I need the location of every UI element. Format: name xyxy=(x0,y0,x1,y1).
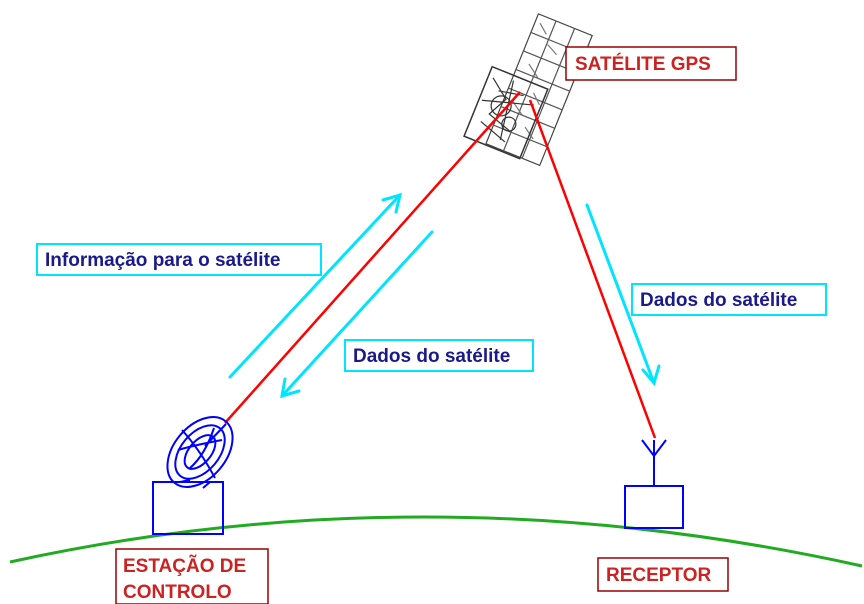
satellite-icon xyxy=(463,13,593,167)
receiver-label: RECEPTOR xyxy=(597,557,729,592)
satellite-label-text: SATÉLITE GPS xyxy=(575,53,711,75)
info-to-satellite-text: Informação para o satélite xyxy=(45,250,280,271)
data-from-satellite-right-arrow xyxy=(585,203,661,387)
data-from-satellite-right-label: Dados do satélite xyxy=(631,283,827,316)
data-from-satellite-left-text: Dados do satélite xyxy=(353,346,510,367)
earth-surface xyxy=(9,515,863,568)
uplink-line xyxy=(224,91,521,424)
data-from-satellite-right-text: Dados do satélite xyxy=(640,290,797,311)
control-station-label-line2: CONTROLO xyxy=(123,582,232,603)
control-station-label-line1: ESTAÇÃO DE xyxy=(123,555,246,577)
satellite-label: SATÉLITE GPS xyxy=(565,46,737,81)
info-to-satellite-label: Informação para o satélite xyxy=(36,243,322,276)
antenna-icon xyxy=(641,439,667,486)
data-from-satellite-left-label: Dados do satélite xyxy=(344,339,534,372)
control-station-building xyxy=(152,481,224,535)
info-to-satellite-arrow xyxy=(228,192,403,379)
receiver-label-text: RECEPTOR xyxy=(606,565,712,586)
receiver-box xyxy=(624,485,684,529)
downlink-line xyxy=(528,99,657,439)
data-from-satellite-left-arrow xyxy=(280,230,434,399)
control-station-label: ESTAÇÃO DE CONTROLO xyxy=(115,548,269,604)
satellite-dish-icon xyxy=(166,416,234,489)
